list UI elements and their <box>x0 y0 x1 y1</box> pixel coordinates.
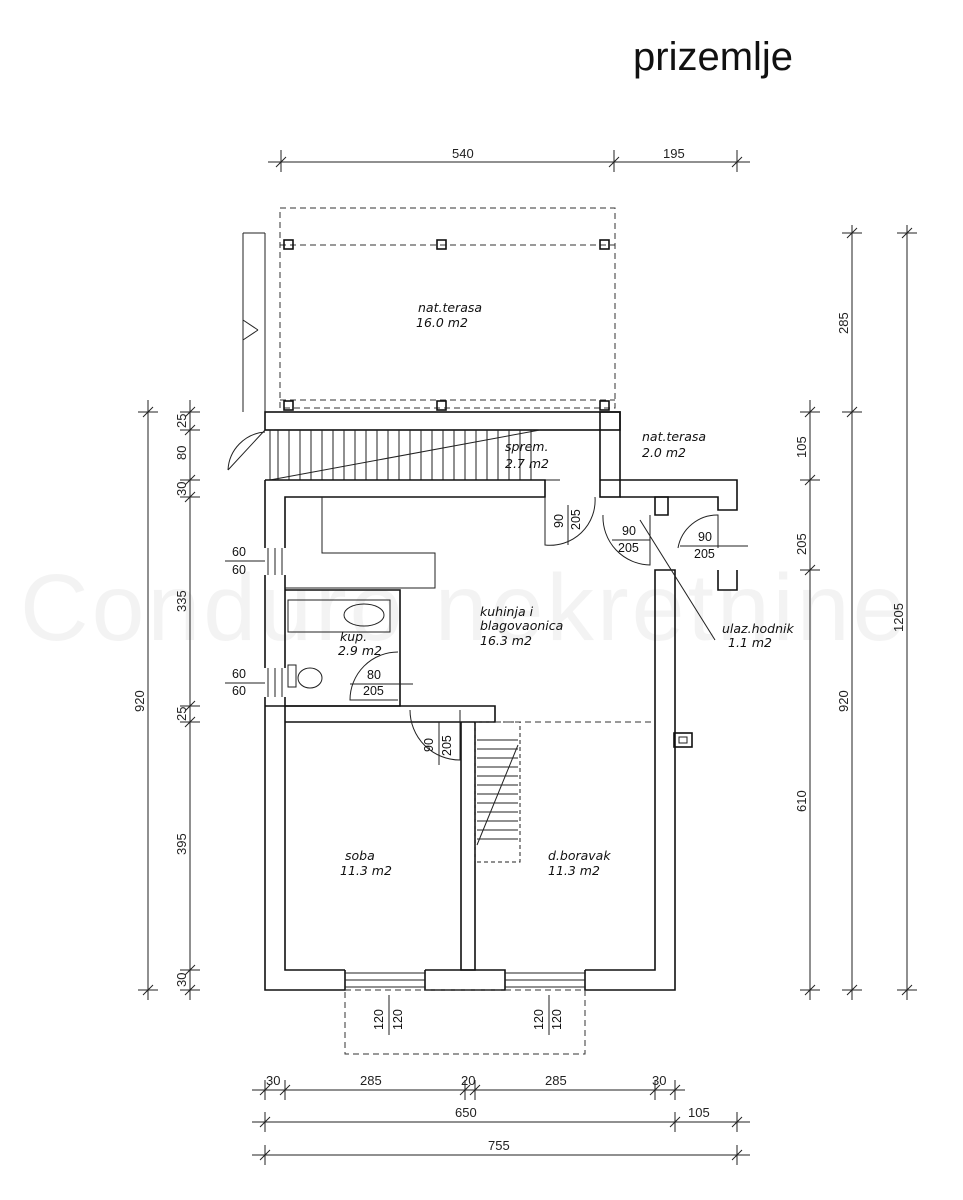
dim-top-195: 195 <box>663 146 685 161</box>
dim-bottom-30a: 30 <box>266 1073 280 1088</box>
bath-door-h: 205 <box>363 684 384 698</box>
plan-title: prizemlje <box>633 35 793 79</box>
top-dimensions: 540 195 <box>268 146 750 172</box>
bath-area: 2.9 m2 <box>338 643 382 658</box>
bedroom-area: 11.3 m2 <box>340 863 392 878</box>
win-bottom-right-h: 120 <box>550 1009 564 1030</box>
dim-bottom-105: 105 <box>688 1105 710 1120</box>
dim-bottom-650: 650 <box>455 1105 477 1120</box>
entry-name: ulaz.hodnik <box>722 621 794 636</box>
kitchen-name-2: blagovaonica <box>480 618 563 633</box>
sprem-door-w: 90 <box>552 514 566 528</box>
win-left-lower-w: 60 <box>232 667 246 681</box>
win-bottom-left-h: 120 <box>391 1009 405 1030</box>
storage-name: sprem. <box>505 439 548 454</box>
sprem-door-h: 205 <box>569 509 583 530</box>
house-walls <box>264 479 738 991</box>
dim-bottom-755: 755 <box>488 1138 510 1153</box>
dim-bottom-285b: 285 <box>545 1073 567 1088</box>
dim-left-80: 80 <box>174 446 189 460</box>
dim-left-25a: 25 <box>174 414 189 428</box>
win-left-upper-w: 60 <box>232 545 246 559</box>
bedroom-name: soba <box>345 848 375 863</box>
bottom-dimensions: 30 285 20 285 30 650 105 755 <box>252 1073 750 1165</box>
dim-bottom-285a: 285 <box>360 1073 382 1088</box>
left-dimensions: 25 80 30 335 25 395 30 920 <box>132 400 200 1000</box>
right-terrace-area: 2.0 m2 <box>642 445 686 460</box>
living-name: d.boravak <box>548 848 611 863</box>
terrace-area: 16.0 m2 <box>416 315 468 330</box>
right-terrace-name: nat.terasa <box>642 429 706 444</box>
dim-left-30b: 30 <box>174 973 189 987</box>
entry-door-w: 90 <box>698 530 712 544</box>
dim-left-30a: 30 <box>174 482 189 496</box>
dim-left-25b: 25 <box>174 707 189 721</box>
kitchen-door-w: 90 <box>622 524 636 538</box>
dim-bottom-30b: 30 <box>652 1073 666 1088</box>
exterior-staircase <box>227 411 621 498</box>
door-swings <box>349 496 719 761</box>
dim-right-105: 105 <box>794 436 809 458</box>
bath-door-w: 80 <box>367 668 381 682</box>
kitchen-name-1: kuhinja i <box>480 604 534 619</box>
bath-name: kup. <box>340 629 367 644</box>
dim-right-285: 285 <box>836 312 851 334</box>
win-bottom-left-w: 120 <box>372 1009 386 1030</box>
entry-door-h: 205 <box>694 547 715 561</box>
dim-right-920: 920 <box>836 690 851 712</box>
watermark: Conduro nekretnine <box>20 555 908 661</box>
dim-right-1205: 1205 <box>891 603 906 632</box>
dim-bottom-20: 20 <box>461 1073 475 1088</box>
soba-door-h: 205 <box>440 735 454 756</box>
living-area: 11.3 m2 <box>548 863 600 878</box>
right-dimensions: 105 205 610 285 920 1205 <box>794 225 917 1000</box>
dim-right-610: 610 <box>794 790 809 812</box>
dim-left-335: 335 <box>174 590 189 612</box>
dim-right-205: 205 <box>794 533 809 555</box>
win-bottom-right-w: 120 <box>532 1009 546 1030</box>
kitchen-area: 16.3 m2 <box>480 633 532 648</box>
kitchen-door-h: 205 <box>618 541 639 555</box>
dim-top-540: 540 <box>452 146 474 161</box>
dim-left-395: 395 <box>174 833 189 855</box>
entry-area: 1.1 m2 <box>728 635 772 650</box>
terrace-name: nat.terasa <box>418 300 482 315</box>
win-left-lower-h: 60 <box>232 684 246 698</box>
win-left-upper-h: 60 <box>232 563 246 577</box>
door-dimensions: 90 205 90 205 90 205 80 205 90 205 <box>350 505 748 765</box>
soba-door-w: 90 <box>422 738 436 752</box>
storage-area: 2.7 m2 <box>505 456 549 471</box>
top-terrace <box>242 207 616 412</box>
window-dimensions: 60 60 60 60 120 120 120 120 <box>225 545 586 1055</box>
dim-left-920: 920 <box>132 690 147 712</box>
